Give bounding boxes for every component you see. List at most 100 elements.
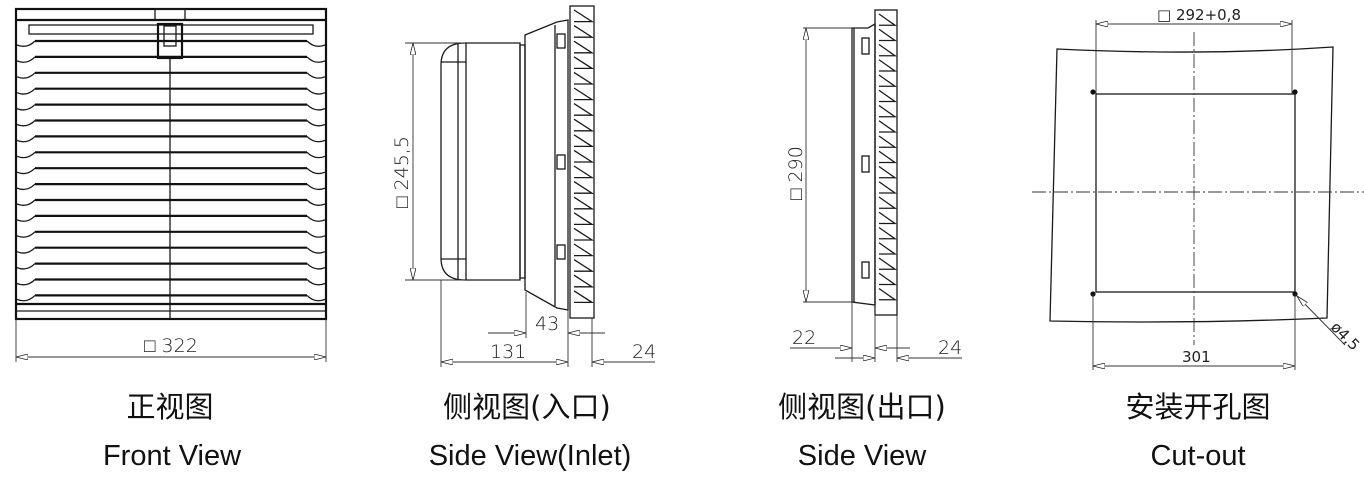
louver-end [16,40,36,47]
outlet-grille [874,9,898,316]
grille-fin [878,89,898,103]
outlet-frame [851,22,876,306]
grille-fin [878,272,898,286]
front-frame [14,7,328,321]
louver-end [16,183,36,191]
louver-end [306,167,326,175]
louver-end [16,167,36,175]
inlet-side-view-drawing: □ 245,5 43 131 24 [391,5,656,367]
cutout-title-en: Cut-out [1150,440,1246,472]
louver-end [16,88,36,95]
louver-end [16,247,36,254]
louver-end [16,263,36,270]
grille-fin [573,71,595,85]
inlet-view-title-en: Side View(Inlet) [428,440,632,472]
grille-fin [878,104,898,118]
cutout-title-cn: 安装开孔图 [1125,390,1271,424]
grille-fin [573,118,595,132]
grille-fin [573,87,595,101]
louver-end [306,104,326,111]
dim-inlet-height: □ 245,5 [391,136,413,208]
grille-fin [573,9,595,23]
louver-end [306,199,326,206]
grille-fin [878,226,898,240]
louver-end [306,183,326,191]
louver-end [16,294,36,302]
grille-fin [878,43,898,57]
inlet-height-dimension: □ 245,5 [391,42,465,281]
louver-end [16,120,36,127]
grille-fin [878,196,898,209]
dim-hole-diameter: ø4,5 [1327,318,1363,354]
louver-end [306,40,326,47]
louver-end [16,215,36,222]
grille-fin [573,40,595,54]
louver-end [16,199,36,206]
louver-end [306,88,326,95]
grille-fin [573,25,595,38]
mounting-holes [1090,89,1298,297]
dim-hole-spacing: 301 [1182,348,1211,366]
grille-fin [573,103,595,116]
louver-end [306,247,326,254]
grille-fin [878,135,898,148]
front-width-dimension: □ 322 [15,319,327,362]
dim-inlet-total-depth: 131 [490,341,526,363]
louvers [16,39,326,302]
louver-end [306,215,326,222]
louver-end [306,151,326,159]
louver-end [306,135,326,143]
panel-outline [1049,46,1334,323]
inlet-grille [569,5,595,319]
louver-end [306,294,326,302]
louver-end [306,120,326,127]
dim-cutout-opening: □ 292+0,8 [1157,6,1241,24]
grille-fin [573,259,595,272]
grille-fin [878,257,898,270]
grille-fin [878,165,898,179]
grille-fin [573,196,595,210]
fan-housing [440,42,521,281]
grille-body [569,5,595,319]
inlet-depth-dimensions: 43 131 24 [440,280,656,367]
grille-fin [573,227,595,241]
louver-end [16,151,36,159]
louver-end [16,72,36,79]
grille-fin [878,211,898,225]
outlet-view-title-en: Side View [797,440,927,472]
grille-fin [573,149,595,163]
grille-fin [878,120,898,133]
dim-outlet-height: □ 290 [785,146,807,200]
front-view-title-en: Front View [102,440,242,472]
dim-inlet-grille-depth: 24 [632,341,656,363]
grille-fin [573,181,595,194]
dim-inlet-frame-depth: 43 [535,313,559,335]
cutout-opening [1095,93,1296,293]
grille-fin [573,274,595,288]
louver-end [16,279,36,286]
grille-fin [573,243,595,257]
grille-fin [878,28,898,42]
cutout-drawing: □ 292+0,8 301 ø4,5 [1032,6,1364,370]
cutout-dimensions: □ 292+0,8 301 ø4,5 [1092,6,1363,370]
grille-fin [878,59,898,72]
outlet-view-title-cn: 侧视图(出口) [778,390,946,424]
grille-fin [878,74,898,87]
inlet-view-title-cn: 侧视图(入口) [443,390,611,424]
front-view-drawing: □ 322 [14,7,328,362]
grille-fin [878,287,898,301]
grille-fin [573,212,595,226]
grille-body [874,9,898,316]
grille-fin [878,242,898,255]
dim-outlet-grille-depth: 24 [938,337,962,359]
grille-fin [573,165,595,179]
louver-end [16,231,36,238]
inlet-frame [524,19,569,311]
grille-fin [573,290,595,304]
grille-fin [573,56,595,70]
louver-end [306,263,326,270]
dim-front-width: □ 322 [144,335,198,357]
grille-fin [573,134,595,148]
grille-fin [878,181,898,194]
